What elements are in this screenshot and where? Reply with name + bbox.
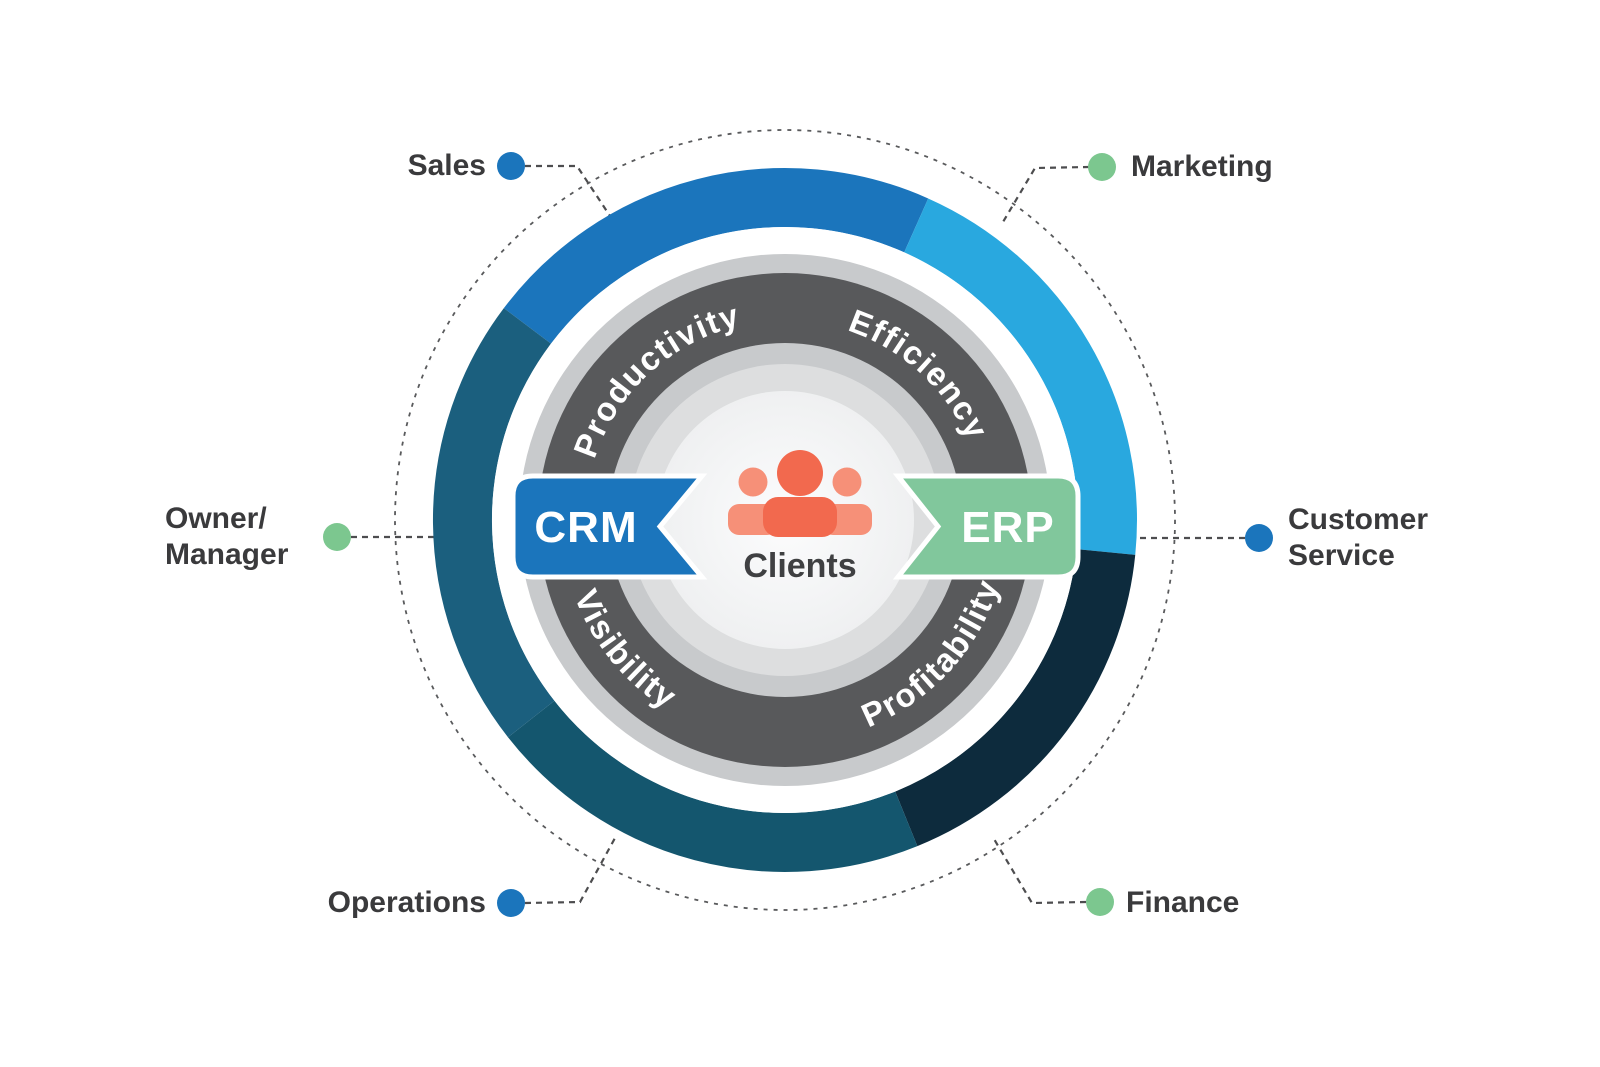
customer-service-dot <box>1245 524 1273 552</box>
clients-people-icon <box>728 450 872 537</box>
sales-dot <box>497 152 525 180</box>
callout-operations: Operations <box>328 885 486 921</box>
ring-segment-operations <box>507 700 918 872</box>
callout-sales: Sales <box>408 148 486 184</box>
crm-label: CRM <box>534 503 637 552</box>
operations-dot <box>497 889 525 917</box>
callout-finance-label: Finance <box>1126 886 1240 919</box>
callout-finance: Finance <box>1126 885 1239 921</box>
operations-connector-line <box>524 837 616 905</box>
finance-dot <box>1086 888 1114 916</box>
center-person-body <box>763 497 837 537</box>
crm-banner <box>510 473 708 580</box>
ring-segment-marketing <box>903 198 1137 555</box>
callout-sales-label: Sales <box>407 149 486 182</box>
callout-owner-manager: Owner/ Manager <box>165 501 288 573</box>
callout-owner-manager-line2: Manager <box>165 538 289 571</box>
ring-segment-owner-manager <box>432 308 555 738</box>
center-person-head <box>777 450 823 496</box>
left-person-head <box>738 467 768 497</box>
callout-owner-manager-line1: Owner/ <box>165 502 267 535</box>
owner-manager-dot <box>323 523 351 551</box>
callout-customer-service: Customer Service <box>1288 502 1428 574</box>
finance-connector-line <box>993 838 1087 905</box>
callout-customer-service-line1: Customer <box>1288 503 1429 536</box>
callout-marketing: Marketing <box>1131 149 1273 185</box>
ring-segment-customer-service-finance <box>894 548 1136 847</box>
ring-segment-sales <box>503 167 929 344</box>
right-person-head <box>832 467 862 497</box>
callout-operations-label: Operations <box>327 886 486 919</box>
clients-label: Clients <box>743 547 856 585</box>
marketing-dot <box>1088 153 1116 181</box>
callout-marketing-label: Marketing <box>1131 150 1273 183</box>
callout-customer-service-line2: Service <box>1288 539 1395 572</box>
marketing-connector-line <box>1002 165 1090 223</box>
erp-label: ERP <box>961 503 1054 552</box>
erp-banner <box>892 473 1081 580</box>
sales-connector-line <box>525 164 615 223</box>
dashed-guide-circle <box>394 129 1176 911</box>
